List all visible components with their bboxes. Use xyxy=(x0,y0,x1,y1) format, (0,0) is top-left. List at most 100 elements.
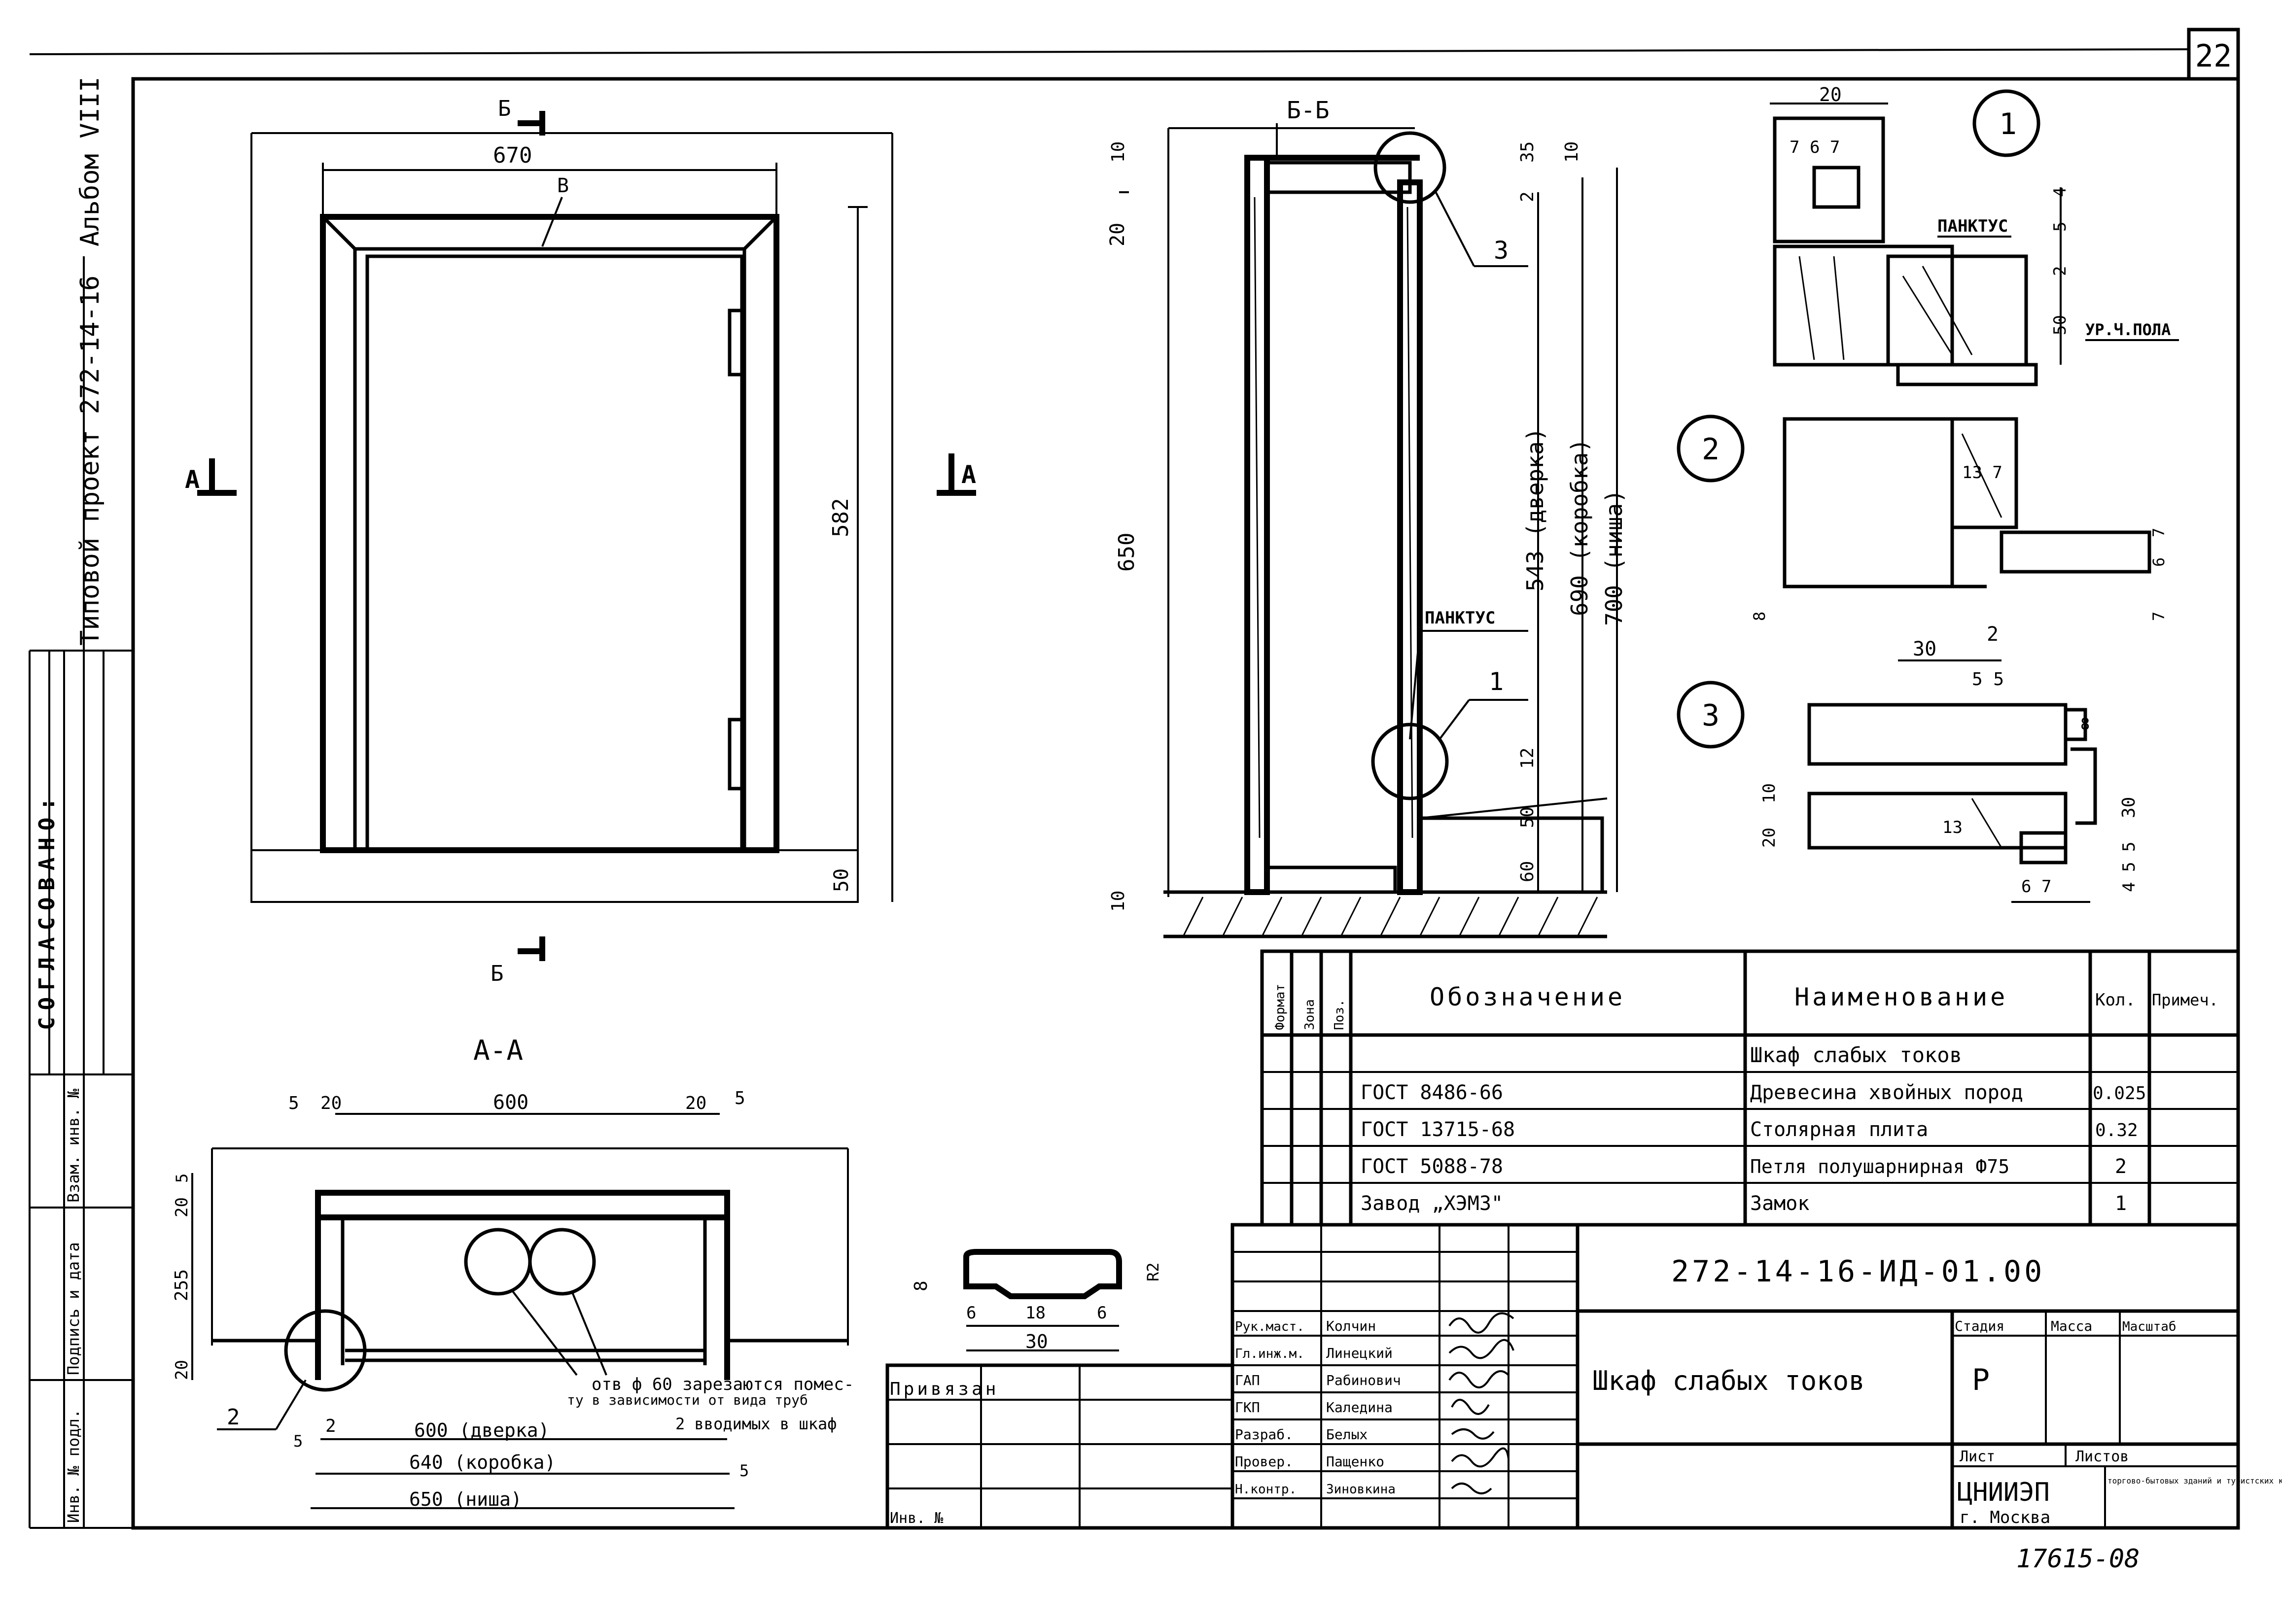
role-0: Рук.маст. xyxy=(1235,1319,1304,1334)
detail-3: 3 8 10 20 13 30 4 5 5 6 7 xyxy=(1677,681,2139,903)
dim-width: 670 xyxy=(493,143,532,168)
d3-dim-8: 8 xyxy=(2080,715,2090,733)
binding-block: Привязан Инв. № xyxy=(885,1363,1234,1530)
d1-dim-50: 50 xyxy=(2050,315,2070,335)
d1-dim-5: 5 xyxy=(2050,222,2070,232)
d2-dim-55: 5 5 xyxy=(1972,669,2004,690)
d2-dim-8: 8 xyxy=(1750,612,1769,621)
doc-code: 272-14-16-ИД-01.00 xyxy=(1671,1254,2045,1289)
th-zone: Зона xyxy=(1302,999,1317,1030)
row3-name: Столярная плита xyxy=(1750,1118,1928,1141)
hole-note-2: ту в зависимости от вида труб xyxy=(567,1392,808,1408)
callout-circle-3 xyxy=(1373,131,1446,204)
pipe-hole-1 xyxy=(464,1228,532,1296)
role-6: Н.контр. xyxy=(1235,1482,1297,1497)
mass-header: Масса xyxy=(2051,1318,2092,1334)
d3-dims-455: 4 5 5 xyxy=(2119,842,2139,892)
label-pankitus: ПАНКТУС xyxy=(1425,608,1495,628)
dim-650: 650 xyxy=(1114,533,1139,572)
row2-qty: 0.025 xyxy=(2093,1083,2146,1104)
detail-2-circle xyxy=(1677,415,1745,483)
sheet-header: Лист xyxy=(1960,1448,1995,1465)
row5-name: Замок xyxy=(1750,1192,1809,1215)
section-bb-title: Б-Б xyxy=(1287,97,1330,124)
row4-desig: ГОСТ 5088-78 xyxy=(1361,1155,1503,1178)
role-3: ГКП xyxy=(1235,1399,1260,1416)
sheet-number: 22 xyxy=(2195,38,2232,74)
d1-floor: УР.Ч.ПОЛА xyxy=(2085,320,2171,339)
d2-dim-2: 2 xyxy=(1987,623,1999,646)
profile-dim-8: 8 xyxy=(911,1280,931,1291)
th-qty: Кол. xyxy=(2095,990,2136,1010)
name-3: Каледина xyxy=(1326,1399,1393,1416)
d3-dim-13: 13 xyxy=(1942,818,1963,837)
name-0: Колчин xyxy=(1326,1318,1376,1334)
agreed-label: СОГЛАСОВАНО: xyxy=(35,791,60,1030)
aa-dim-600: 600 xyxy=(493,1091,528,1114)
sheets-header: Листов xyxy=(2075,1448,2129,1465)
dim-floor: 50 xyxy=(830,868,853,892)
d1-dim-2: 2 xyxy=(2050,266,2070,276)
d1-dims-top: 7 6 7 xyxy=(1790,138,1840,157)
callout-3: 3 xyxy=(1494,236,1509,265)
scale-header: Масштаб xyxy=(2122,1319,2177,1334)
d2-dim-7b: 7 xyxy=(2149,612,2168,621)
aa-dim-v20b: 20 xyxy=(172,1360,192,1380)
row3-qty: 0.32 xyxy=(2095,1120,2138,1140)
floor-hatch xyxy=(1182,897,1598,937)
row4-name: Петля полушарнирная Ф75 xyxy=(1750,1156,2009,1177)
doc-name: Шкаф слабых токов xyxy=(1592,1365,1865,1396)
dim-12: 12 xyxy=(1517,748,1538,769)
profile-dim-r: R2 xyxy=(1144,1262,1162,1281)
detail-1-circle xyxy=(1972,89,2040,157)
dim-50: 50 xyxy=(1517,807,1538,828)
d2-dim-30: 30 xyxy=(1913,638,1936,660)
pipe-hole-2 xyxy=(528,1228,596,1296)
dim-height: 582 xyxy=(828,498,853,537)
role-4: Разраб. xyxy=(1235,1426,1293,1443)
aa-dim-5d: 5 xyxy=(739,1461,749,1480)
aa-callout-2: 2 xyxy=(227,1405,240,1430)
section-bb: Б-Б 3 xyxy=(1106,97,1627,938)
section-aa-title: А-А xyxy=(473,1035,523,1067)
name-2: Рабинович xyxy=(1326,1372,1401,1388)
d1-dim-4: 4 xyxy=(2050,187,2070,197)
d1-dim-20: 20 xyxy=(1819,84,1842,105)
d3-dim-30: 30 xyxy=(2119,797,2139,818)
hole-note-1: отв ф 60 зарезаются помес- xyxy=(592,1375,854,1394)
row3-desig: ГОСТ 13715-68 xyxy=(1361,1118,1515,1141)
d3-dims-676: 6 7 xyxy=(2021,877,2051,897)
th-name: Наименование xyxy=(1794,983,2008,1011)
aa-dim-2: 2 xyxy=(325,1416,336,1436)
role-1: Гл.инж.м. xyxy=(1235,1347,1304,1361)
signatures xyxy=(1448,1312,1514,1494)
cut-a-right: А xyxy=(961,460,976,489)
dim-10-bottom: 10 xyxy=(1108,891,1128,912)
aa-dim-5a: 5 xyxy=(288,1093,299,1113)
role-2: ГАП xyxy=(1235,1372,1260,1388)
callout-circle-2 xyxy=(284,1309,367,1392)
profile-dim-30: 30 xyxy=(1025,1331,1048,1352)
aa-dim-5b: 5 xyxy=(735,1088,745,1108)
project-label: Типовой проект 272-14-16 xyxy=(75,276,105,646)
front-elevation: 670 В 582 50 Б Б А А xyxy=(185,96,976,986)
callout-1: 1 xyxy=(1489,667,1504,696)
aa-dim-box: 640 (коробка) xyxy=(409,1451,556,1473)
inv-label: Инв. № xyxy=(890,1510,943,1527)
detail-2: 2 13 7 7 6 7 8 30 2 5 5 xyxy=(1677,415,2168,690)
d2-dim-7a: 7 xyxy=(2149,528,2168,537)
handle-profile: 8 R2 6 18 6 30 xyxy=(911,1249,1162,1352)
role-5: Провер. xyxy=(1235,1453,1293,1470)
name-4: Белых xyxy=(1326,1426,1368,1443)
d3-dim-10: 10 xyxy=(1759,783,1779,803)
bound-label: Привязан xyxy=(890,1379,999,1399)
name-1: Линецкий xyxy=(1326,1345,1393,1361)
detail-1: 1 20 7 6 7 ПАНКТУС 5 4 2 50 УР.Ч.ПОЛА xyxy=(1770,84,2179,386)
dim-60: 60 xyxy=(1517,861,1538,882)
aa-dim-v20: 20 xyxy=(172,1197,192,1217)
dim-35: 35 xyxy=(1517,141,1538,163)
aa-dim-5c: 5 xyxy=(293,1432,303,1451)
row2-desig: ГОСТ 8486-66 xyxy=(1361,1081,1503,1104)
dim-10b: 10 xyxy=(1562,141,1582,163)
